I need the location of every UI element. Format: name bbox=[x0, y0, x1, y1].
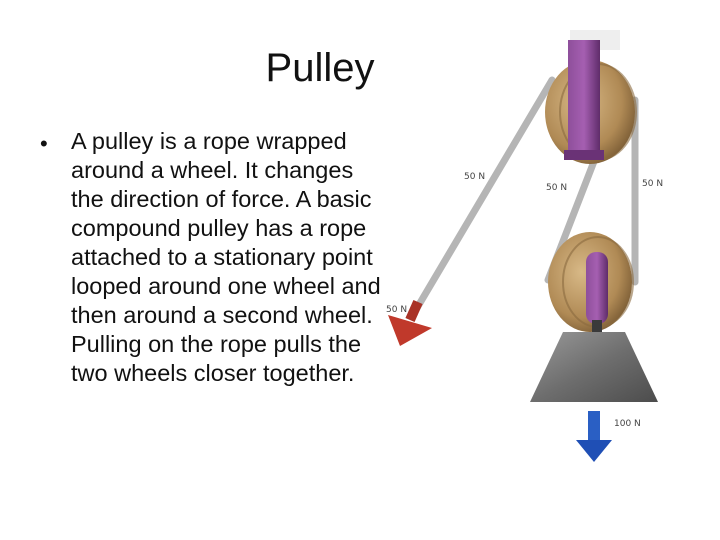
bottom-bracket bbox=[586, 252, 608, 324]
pulley-diagram: 50 N 50 N 50 N 50 N 100 N bbox=[386, 30, 663, 462]
bullet-icon: • bbox=[40, 131, 48, 156]
bullet-text: A pulley is a rope wrapped around a whee… bbox=[71, 128, 381, 386]
pull-arrow bbox=[388, 299, 432, 346]
pull-force-label: 50 N bbox=[386, 305, 407, 315]
load-arrow bbox=[576, 411, 612, 462]
load-force-label: 100 N bbox=[614, 419, 641, 429]
bottom-pulley bbox=[548, 232, 634, 336]
rope-right-force-label: 50 N bbox=[642, 179, 663, 189]
rope-left bbox=[413, 76, 556, 312]
rope-middle-force-label: 50 N bbox=[546, 183, 567, 193]
bullet-item: • A pulley is a rope wrapped around a wh… bbox=[40, 127, 395, 388]
rope-left-force-label: 50 N bbox=[464, 172, 485, 182]
slide-title: Pulley bbox=[265, 46, 375, 90]
load-weight bbox=[530, 332, 658, 402]
top-bracket bbox=[568, 40, 600, 158]
top-pulley bbox=[545, 40, 637, 164]
